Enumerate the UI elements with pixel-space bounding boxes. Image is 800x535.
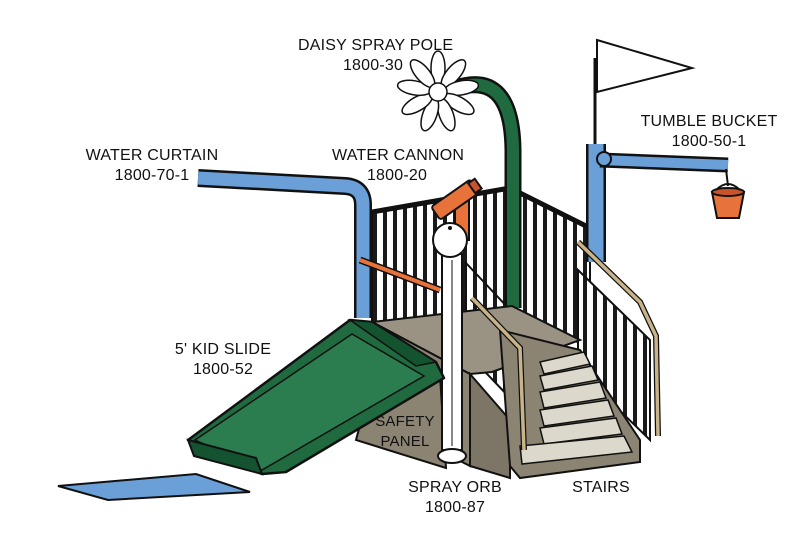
stairs-label: STAIRS bbox=[556, 478, 646, 498]
callout-name: DAISY SPRAY POLE bbox=[298, 37, 454, 54]
kid-slide-label: 5' KID SLIDE 1800-52 bbox=[168, 340, 278, 380]
slide-mat bbox=[57, 472, 251, 502]
safety-panel-label: SAFETY PANEL bbox=[370, 412, 440, 452]
safety-panel-line2: PANEL bbox=[380, 433, 430, 450]
callout-code: 1800-87 bbox=[424, 499, 486, 516]
water-curtain-pipe bbox=[197, 169, 372, 318]
callout-code: 1800-70-1 bbox=[114, 167, 190, 184]
safety-panel-line1: SAFETY bbox=[375, 413, 435, 430]
callout-name: STAIRS bbox=[572, 479, 630, 496]
daisy-spray-pole-label: DAISY SPRAY POLE 1800-30 bbox=[298, 36, 454, 76]
callout-code: 1800-20 bbox=[366, 167, 428, 184]
water-curtain-label: WATER CURTAIN 1800-70-1 bbox=[82, 146, 222, 186]
callout-name: WATER CANNON bbox=[332, 147, 465, 164]
stair-handrails bbox=[469, 239, 661, 451]
daisy-flower-icon bbox=[396, 50, 480, 132]
tumble-bucket-post bbox=[586, 144, 729, 262]
callout-name: 5' KID SLIDE bbox=[174, 341, 272, 358]
callout-code: 1800-52 bbox=[192, 361, 254, 378]
kid-slide bbox=[186, 318, 446, 476]
callout-name: TUMBLE BUCKET bbox=[640, 113, 778, 130]
spray-orb-label: SPRAY ORB 1800-87 bbox=[400, 478, 510, 518]
callout-name: SPRAY ORB bbox=[408, 479, 502, 496]
callout-code: 1800-50-1 bbox=[671, 133, 747, 150]
callout-code: 1800-30 bbox=[342, 57, 404, 74]
bucket-icon bbox=[710, 183, 746, 219]
spray-orb bbox=[432, 222, 468, 464]
flag-icon bbox=[593, 38, 696, 146]
side-rail bbox=[358, 256, 442, 294]
water-cannon-label: WATER CANNON 1800-20 bbox=[332, 146, 465, 186]
tumble-bucket-label: TUMBLE BUCKET 1800-50-1 bbox=[634, 112, 784, 152]
callout-name: WATER CURTAIN bbox=[85, 147, 219, 164]
stairs-steps bbox=[498, 328, 641, 480]
water-cannon bbox=[431, 177, 484, 241]
